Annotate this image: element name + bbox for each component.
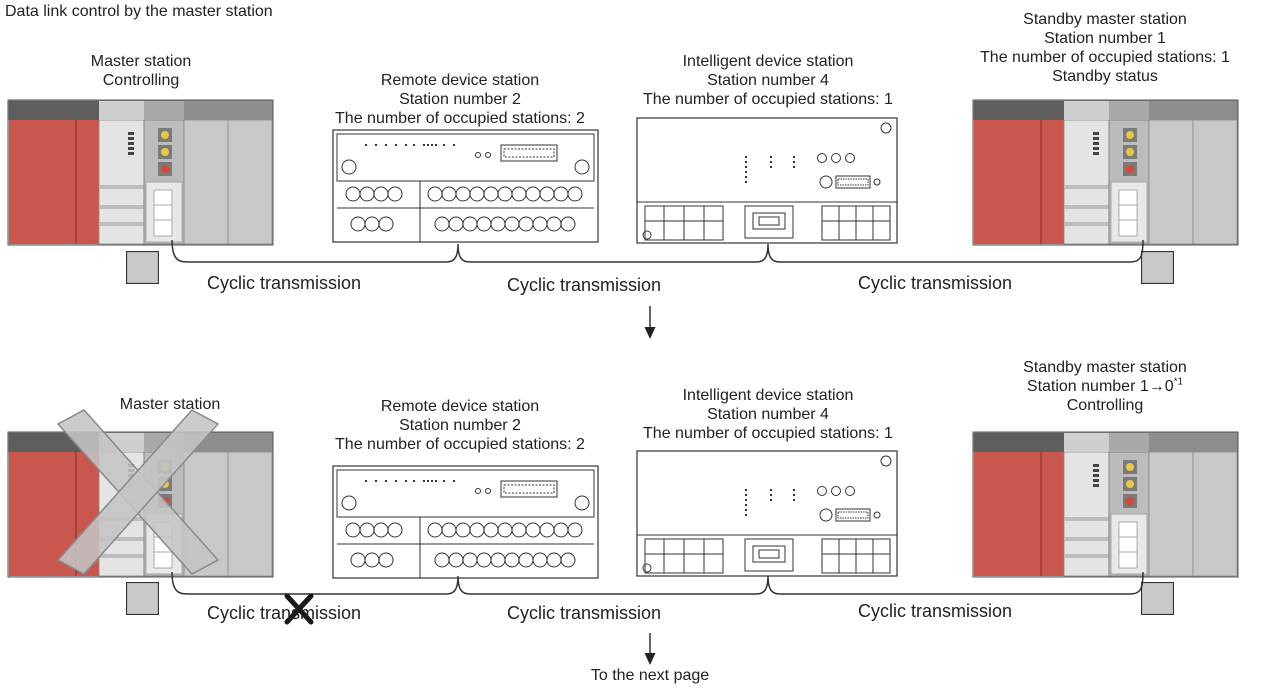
bottom-section bbox=[7, 409, 1239, 665]
remote-device-station-module bbox=[332, 465, 599, 579]
terminating-resistor-right bbox=[1141, 582, 1174, 615]
next-page-arrow-head bbox=[644, 653, 656, 665]
station-failure-cross-mark bbox=[56, 409, 220, 575]
controlling-standby-master-station-plc bbox=[972, 431, 1239, 578]
flow-arrow-head bbox=[644, 327, 656, 339]
bottom-cyclic-label-3: Cyclic transmission bbox=[858, 601, 1013, 621]
bottom-cyclic-label-2: Cyclic transmission bbox=[507, 603, 662, 623]
cc-link-cable-bottom bbox=[171, 571, 1144, 595]
bottom-master-label: Master station bbox=[119, 396, 221, 413]
top-cyclic-label-1: Cyclic transmission bbox=[207, 273, 362, 293]
footnote-marker: *1 bbox=[1173, 376, 1184, 388]
bottom-standby-label: Standby master station Station number 1→… bbox=[1023, 359, 1187, 414]
transmission-stop-x-mark bbox=[284, 593, 314, 625]
cc-link-cable-top bbox=[171, 239, 1144, 263]
terminating-resistor-left bbox=[126, 251, 159, 284]
intelligent-device-station-module bbox=[636, 117, 898, 244]
standby-master-station-plc bbox=[972, 99, 1239, 246]
remote-device-station-module bbox=[332, 129, 599, 243]
top-section bbox=[7, 99, 1239, 339]
top-cyclic-label-2: Cyclic transmission bbox=[507, 275, 662, 295]
terminating-resistor-right bbox=[1141, 251, 1174, 284]
terminating-resistor-left bbox=[126, 582, 159, 615]
master-station-plc bbox=[7, 99, 274, 246]
next-page-label: To the next page bbox=[590, 667, 710, 684]
diagram-title: Data link control by the master station bbox=[5, 3, 273, 20]
intelligent-device-station-module bbox=[636, 450, 898, 577]
top-cyclic-label-3: Cyclic transmission bbox=[858, 273, 1013, 293]
bottom-cyclic-label-1: Cyclic transmission bbox=[207, 603, 362, 623]
